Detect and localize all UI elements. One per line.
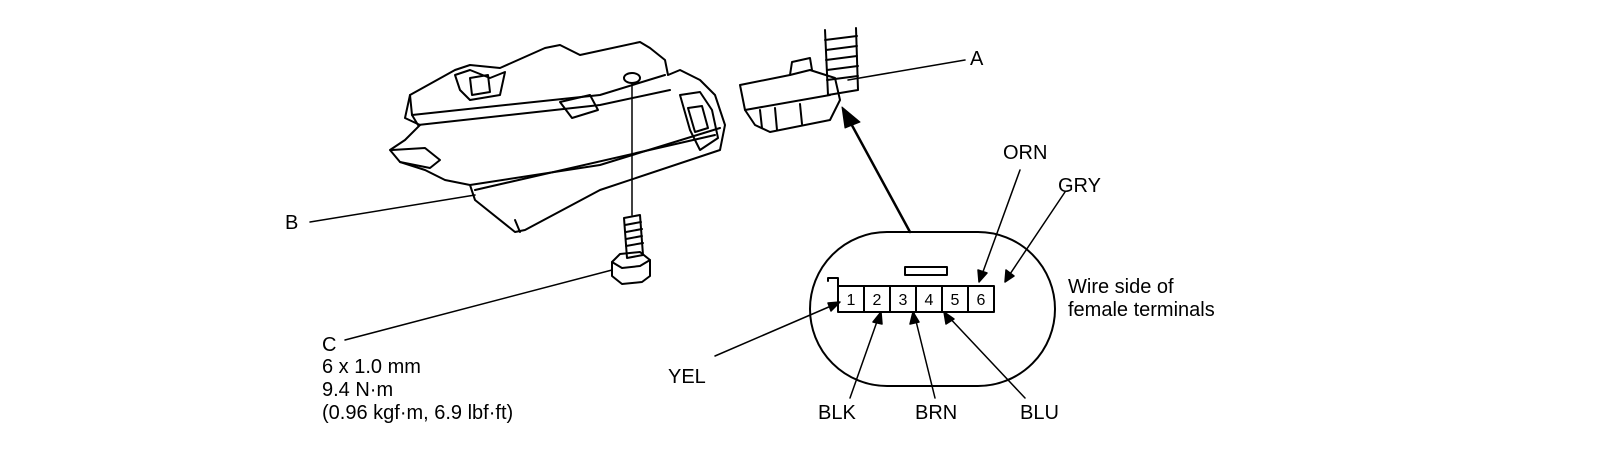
wire-label-gry: GRY (1058, 175, 1101, 197)
terminal-1: 1 (847, 292, 856, 309)
terminal-2: 2 (873, 292, 882, 309)
bolt-size: 6 x 1.0 mm (322, 356, 421, 378)
wire-label-yel: YEL (668, 366, 706, 388)
connector-face-view: 1 2 3 4 5 6 (809, 231, 1056, 387)
connector-note-line2: female terminals (1068, 299, 1215, 321)
bolt-torque-alt: (0.96 kgf·m, 6.9 lbf·ft) (322, 402, 514, 424)
wire-label-blk: BLK (818, 402, 856, 424)
leader-b (309, 194, 476, 223)
terminal-3: 3 (899, 292, 908, 309)
terminal-5: 5 (951, 292, 960, 309)
view-arrow-head (841, 106, 861, 129)
connector-note-line1: Wire side of (1068, 276, 1174, 298)
wire-leaders (714, 169, 1066, 399)
connector-a (739, 27, 859, 133)
view-arrow (846, 116, 912, 234)
bolt-c (611, 83, 651, 285)
wire-label-orn: ORN (1003, 142, 1048, 164)
label-b: B (285, 212, 299, 234)
label-a: A (970, 48, 984, 70)
wire-label-brn: BRN (915, 402, 958, 424)
control-unit-b (389, 41, 726, 233)
terminal-6: 6 (977, 292, 986, 309)
bolt-torque: 9.4 N·m (322, 379, 394, 401)
wire-label-blu: BLU (1020, 402, 1059, 424)
terminal-4: 4 (925, 292, 934, 309)
leader-a (847, 59, 966, 81)
leader-c (344, 269, 613, 341)
label-c: C (322, 334, 337, 356)
